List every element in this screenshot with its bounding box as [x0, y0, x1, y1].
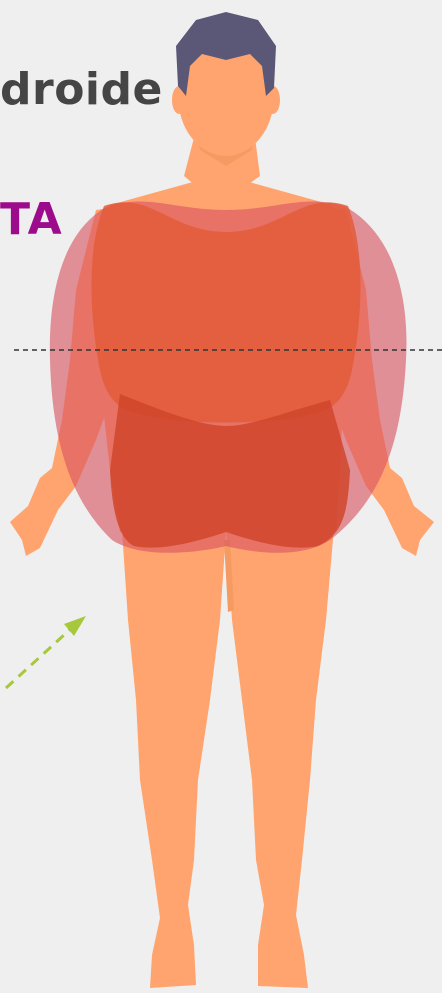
- left-leg: [122, 530, 226, 988]
- torso-fat-overlay: [92, 202, 361, 422]
- right-leg: [226, 528, 334, 988]
- dashed-arrow-icon: [6, 616, 86, 688]
